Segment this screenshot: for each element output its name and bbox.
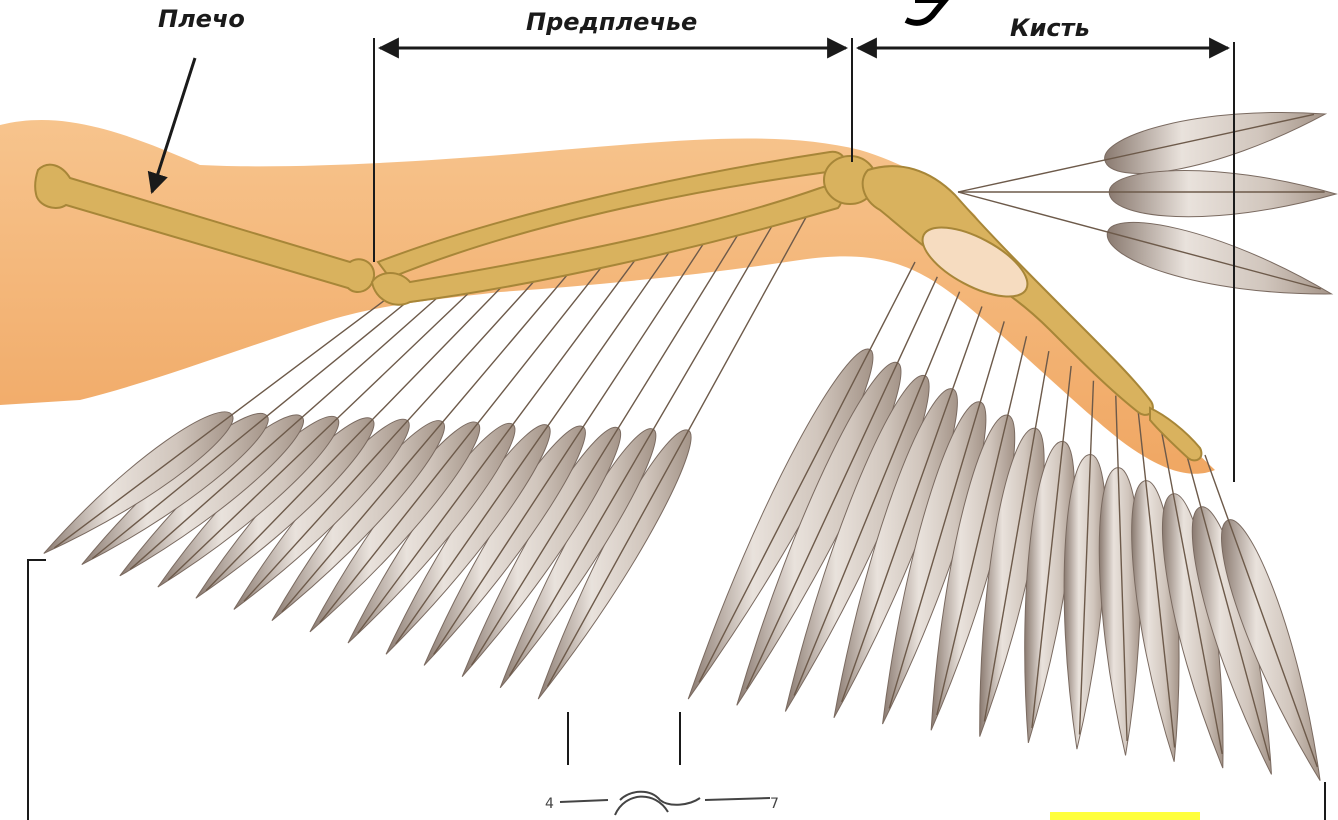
primary-feathers	[688, 262, 1320, 781]
svg-text:7: 7	[770, 796, 779, 812]
hand-label: Кисть	[1010, 14, 1090, 42]
highlight-strip	[1050, 812, 1200, 820]
shoulder-label: Плечо	[158, 5, 245, 33]
cropped-title-glyph	[906, 0, 945, 23]
bottom-white-panel	[40, 768, 970, 820]
alula-feather-1	[1109, 170, 1336, 216]
forearm-label: Предплечье	[526, 8, 697, 36]
alula-feather-0	[1105, 112, 1326, 173]
svg-text:4: 4	[545, 796, 554, 812]
